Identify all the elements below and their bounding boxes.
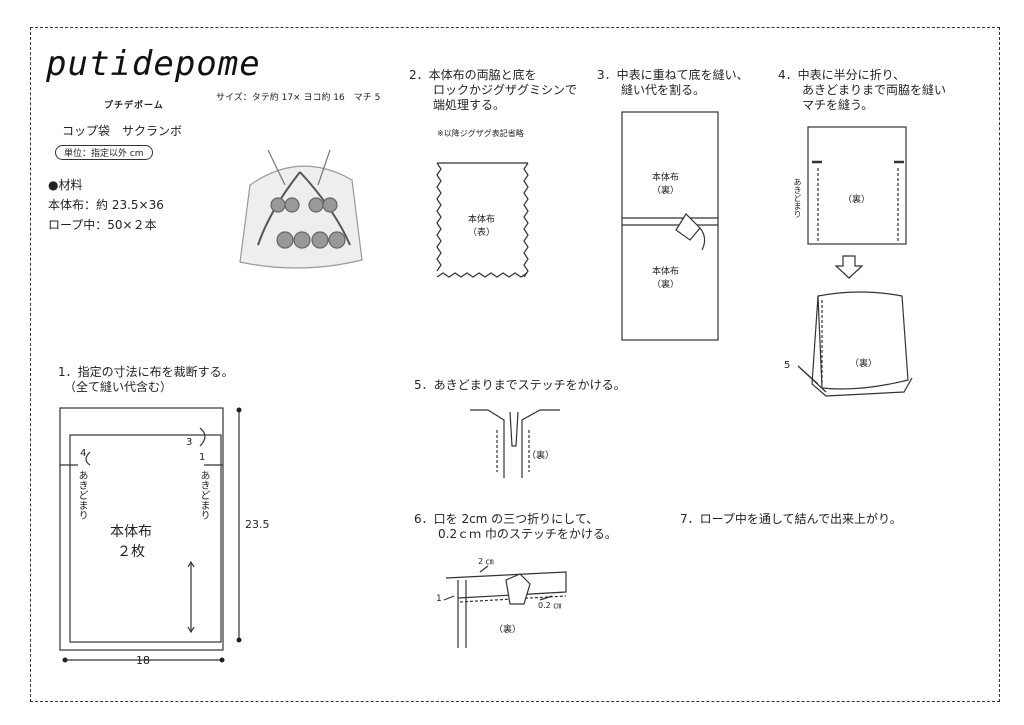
fabric-front-label: 本体布 （表） <box>468 215 496 238</box>
dim-2cm: 2 ㎝ <box>478 557 494 566</box>
num-5: 5 <box>784 360 791 371</box>
step-7-text: 7．ロープ中を通して結んで出来上がり。 <box>680 512 902 526</box>
material-item: ロープ中：50×２本 <box>48 218 157 232</box>
fabric-2pcs-label: 本体布 ２枚 <box>110 524 152 560</box>
num-4: 4 <box>80 448 87 459</box>
akidomari-left: あきどまり <box>76 470 87 520</box>
size-text: サイズ：タテ約 17× ヨコ約 16 マチ 5 <box>216 93 381 103</box>
step1-diagram <box>59 407 240 661</box>
step-1-text: 1．指定の寸法に布を裁断する。 （全て縫い代含む） <box>58 365 234 394</box>
product-name: コップ袋 サクランボ <box>62 124 183 138</box>
materials: ●材料 本体布：約 23.5×36 ロープ中：50×２本 <box>48 175 164 235</box>
step6-diagram <box>443 565 567 648</box>
step-2-note: ※以降ジグザグ表記省略 <box>437 129 524 138</box>
akidomari-step4: あきどまり <box>793 178 802 218</box>
brand-kana: プチデポーム <box>104 101 164 111</box>
step-2-text: 2．本体布の両脇と底を ロックかジグザグミシンで 端処理する。 <box>409 68 578 112</box>
materials-heading: ●材料 <box>48 178 83 192</box>
step2-diagram <box>436 162 529 278</box>
step5-diagram <box>470 409 560 478</box>
fabric-back-label-bottom: 本体布 （裏） <box>652 267 680 290</box>
num-3: 3 <box>186 437 193 448</box>
step-4-text: 4．中表に半分に折り、 あきどまりまで両脇を縫い マチを縫う。 <box>778 68 947 112</box>
step3-diagram <box>621 111 719 341</box>
fabric-back-label-top: 本体布 （裏） <box>652 173 680 196</box>
step-6-text: 6．口を 2cm の三つ折りにして、 0.2ｃｍ 巾のステッチをかける。 <box>414 512 617 541</box>
step4-diagram <box>797 126 913 397</box>
dim-width: 18 <box>136 654 150 667</box>
step4-back-label: （裏） <box>843 195 871 205</box>
step4b-back-label: （裏） <box>850 359 878 369</box>
dim-height: 23.5 <box>245 518 270 531</box>
akidomari-right: あきどまり <box>198 470 209 520</box>
unit-note: 単位：指定以外 cm <box>55 145 153 160</box>
page-frame <box>30 27 1000 702</box>
bag-illustration <box>239 149 363 269</box>
brand-logo: putidepome <box>46 44 261 84</box>
step5-back-label: （裏） <box>527 451 555 461</box>
step-3-text: 3．中表に重ねて底を縫い、 縫い代を割る。 <box>597 68 749 97</box>
material-item: 本体布：約 23.5×36 <box>48 198 164 212</box>
num-1: 1 <box>199 452 206 463</box>
dim-02cm: 0.2 ㎝ <box>538 601 562 610</box>
step-5-text: 5．あきどまりまでステッチをかける。 <box>414 378 626 392</box>
step6-back-label: （裏） <box>494 625 522 635</box>
num-1-step6: 1 <box>436 594 442 604</box>
